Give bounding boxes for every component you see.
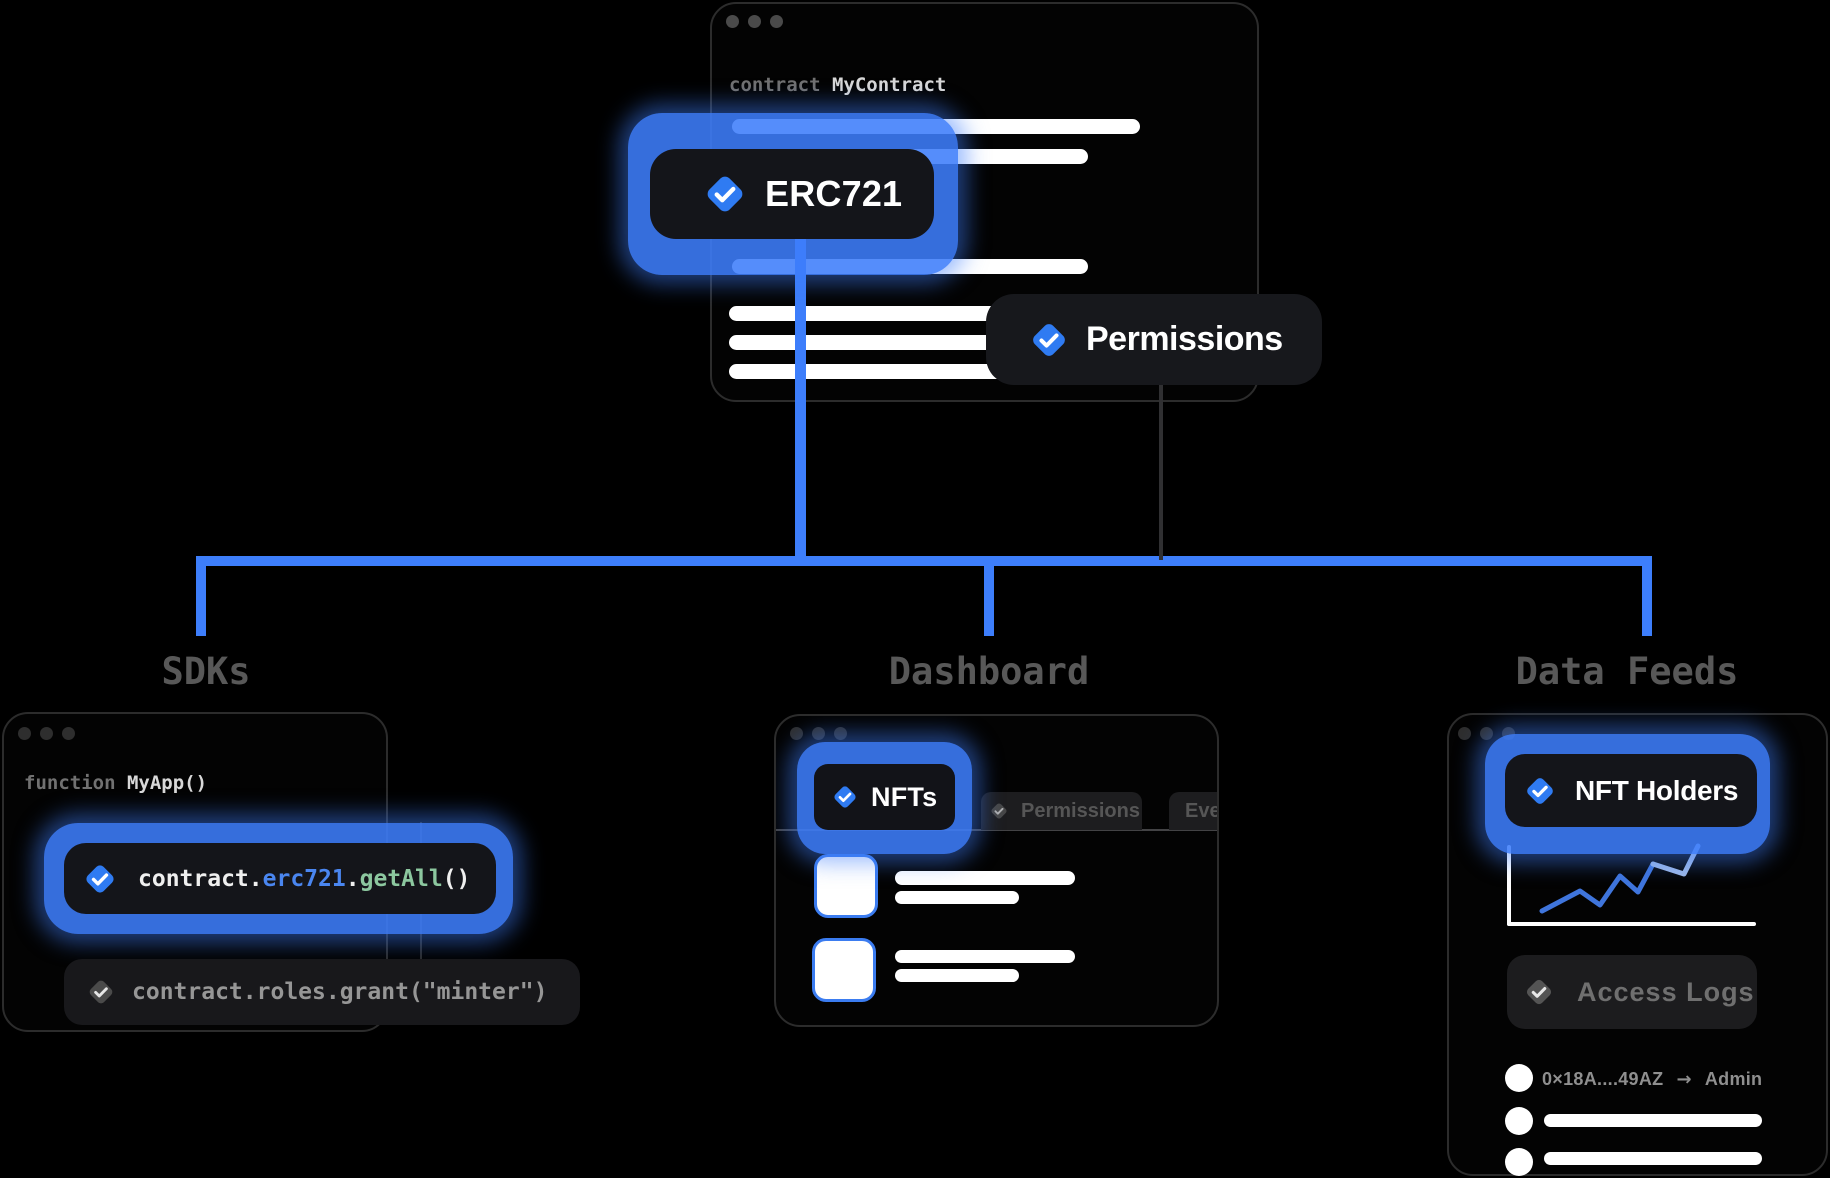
nft-thumbnail-placeholder [814, 854, 878, 918]
chart-trend-line-light [1650, 843, 1701, 877]
skeleton-line [1544, 1152, 1762, 1165]
window-dot [834, 727, 847, 740]
skeleton-line [729, 306, 1012, 321]
tab-events[interactable]: Eve [1169, 792, 1219, 830]
chart-x-axis [1507, 922, 1756, 926]
verified-diamond-icon [1523, 774, 1557, 808]
data-feeds-window: NFT Holders Access Logs 0×18A....49AZ → … [1447, 713, 1828, 1176]
log-avatar [1505, 1064, 1533, 1092]
skeleton-line [895, 891, 1019, 904]
skeleton-line [729, 364, 1012, 379]
window-dot [40, 727, 53, 740]
window-controls [726, 15, 783, 28]
connector-stub-dashboard [984, 556, 994, 636]
tab-permissions-label: Permissions [1021, 799, 1140, 822]
skeleton-line [895, 950, 1075, 963]
log-address: 0×18A....49AZ [1542, 1068, 1664, 1089]
code-keyword: function [24, 772, 116, 794]
section-label-dashboard: Dashboard [888, 650, 1090, 693]
connector-stub-sdks [196, 556, 206, 636]
connector-erc721-vertical [795, 230, 806, 566]
section-label-data-feeds: Data Feeds [1515, 650, 1739, 693]
window-controls [790, 727, 847, 740]
chart-trend-line [1539, 861, 1656, 914]
contract-declaration: contract MyContract [729, 74, 946, 96]
function-declaration: function MyApp() [24, 772, 207, 794]
skeleton-line [1544, 1114, 1762, 1127]
chart-y-axis [1507, 845, 1511, 926]
skeleton-line [729, 335, 1012, 350]
window-dot [812, 727, 825, 740]
tab-permissions[interactable]: Permissions [981, 792, 1142, 830]
window-dot [790, 727, 803, 740]
window-dot [62, 727, 75, 740]
permissions-label: Permissions [1086, 320, 1283, 358]
window-dot [18, 727, 31, 740]
window-dot [1480, 727, 1493, 740]
grey-diamond-icon [1523, 976, 1555, 1008]
verified-diamond-icon [702, 171, 748, 217]
verified-diamond-icon [82, 861, 118, 897]
connector-stub-datafeeds [1642, 556, 1652, 636]
verified-diamond-icon [831, 783, 859, 811]
window-dot [726, 15, 739, 28]
access-logs-label: Access Logs [1577, 976, 1755, 1007]
skeleton-line [895, 969, 1019, 982]
erc721-badge[interactable]: ERC721 [650, 149, 934, 239]
nft-holders-badge[interactable]: NFT Holders [1505, 754, 1757, 827]
tab-nfts[interactable]: NFTs [814, 764, 955, 830]
tab-nfts-label: NFTs [871, 781, 938, 812]
arrow-right-icon: → [1676, 1068, 1692, 1090]
tab-events-label: Eve [1185, 799, 1219, 822]
connector-permissions-vertical [1159, 385, 1163, 560]
window-controls [18, 727, 75, 740]
verified-diamond-icon [1028, 319, 1070, 361]
code-keyword: contract [729, 74, 821, 96]
skeleton-line [895, 871, 1075, 885]
grey-diamond-icon [86, 977, 116, 1007]
log-avatar [1505, 1148, 1533, 1176]
code-contract-name: MyContract [831, 74, 947, 96]
nft-thumbnail-placeholder [812, 938, 876, 1002]
sdk-grant-code-pill[interactable]: contract.roles.grant("minter") [64, 959, 580, 1025]
log-row-admin: 0×18A....49AZ → Admin [1542, 1066, 1762, 1092]
sdk-grant-code: contract.roles.grant("minter") [132, 979, 548, 1005]
window-dot [770, 15, 783, 28]
access-logs-button[interactable]: Access Logs [1507, 955, 1757, 1029]
section-label-sdks: SDKs [161, 650, 251, 693]
nft-holders-label: NFT Holders [1575, 774, 1739, 806]
log-role: Admin [1704, 1068, 1763, 1089]
tab-bar-divider [776, 829, 1217, 831]
grey-diamond-icon [989, 801, 1009, 821]
erc721-label: ERC721 [765, 173, 903, 214]
window-dot [748, 15, 761, 28]
code-function-name: MyApp() [126, 772, 208, 794]
connector-horizontal-bar [196, 556, 1652, 566]
log-avatar [1505, 1107, 1533, 1135]
holders-line-chart [1507, 843, 1756, 926]
sdk-getall-code: contract.erc721.getAll() [138, 865, 471, 892]
permissions-badge[interactable]: Permissions [986, 294, 1322, 385]
dashboard-window: Permissions Eve NFTs [774, 714, 1219, 1027]
sdk-getall-code-pill[interactable]: contract.erc721.getAll() [64, 843, 496, 914]
window-dot [1458, 727, 1471, 740]
